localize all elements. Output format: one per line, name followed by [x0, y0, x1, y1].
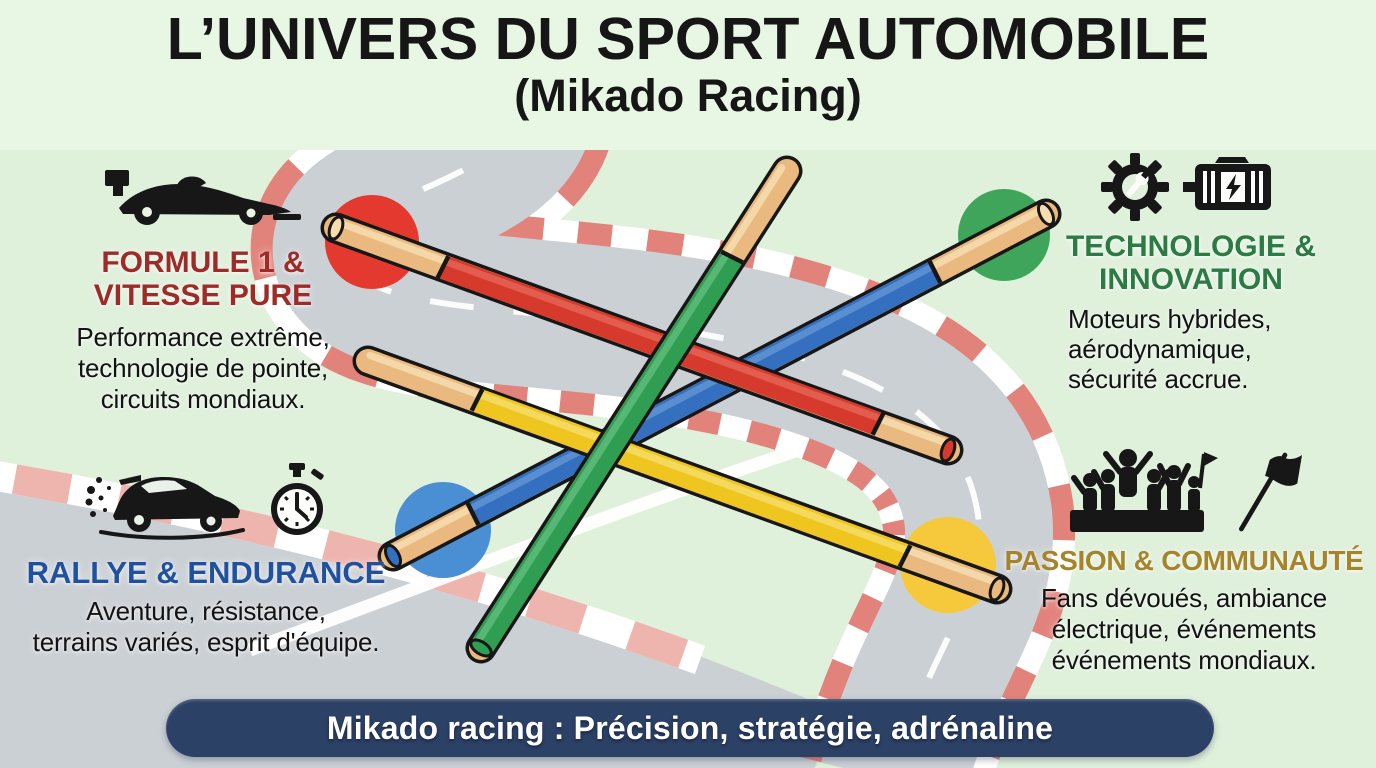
curb-checkers — [0, 461, 706, 675]
panel-body-line: sécurité accrue. — [1068, 364, 1249, 395]
panel-heading-line: INNOVATION — [1099, 263, 1283, 296]
panel-heading-line: TECHNOLOGIE & — [1065, 230, 1316, 263]
mikado-stick-yellow — [352, 345, 1013, 605]
panel-heading-line: VITESSE PURE — [93, 279, 313, 312]
gear-wrench-icon — [1101, 153, 1169, 221]
panel-body-line: Aventure, résistance, — [86, 596, 326, 627]
header: L’UNIVERS DU SPORT AUTOMOBILE (Mikado Ra… — [0, 6, 1376, 121]
tagline-text: Mikado racing : Précision, stratégie, ad… — [326, 709, 1054, 746]
rally-car-icon — [85, 475, 245, 540]
mikado-stick-green — [465, 155, 803, 664]
panel-formule1: FORMULE 1 & VITESSE PURE Performance ext… — [25, 168, 381, 416]
panel-body-line: Performance extrême, — [76, 322, 330, 352]
panel-rallye: RALLYE & ENDURANCE Aventure, résistance,… — [22, 458, 390, 658]
panel-body-line: circuits mondiaux. — [100, 384, 306, 415]
electric-motor-icon — [1183, 157, 1271, 210]
panel-heading-line: FORMULE 1 & — [101, 246, 305, 279]
panel-body-line: terrains variés, esprit d'équipe. — [32, 627, 380, 658]
panel-body-line: aérodynamique, — [1068, 334, 1252, 365]
panel-passion: PASSION & COMMUNAUTÉ Fans dévoués, ambia… — [995, 448, 1373, 676]
tagline-banner: Mikado racing : Précision, stratégie, ad… — [166, 699, 1214, 757]
panel-body-line: Fans dévoués, ambiance — [1040, 582, 1328, 613]
crowd-icon — [1070, 449, 1218, 532]
panel-body-line: électrique, événements — [1051, 613, 1317, 644]
panel-body-line: technologie de pointe, — [77, 353, 329, 384]
panel-body-line: Moteurs hybrides, — [1068, 304, 1272, 334]
stopwatch-icon — [271, 463, 324, 535]
panel-body-line: événements mondiaux. — [1051, 645, 1317, 676]
panel-technologie: TECHNOLOGIE & INNOVATION Moteurs hybride… — [1030, 152, 1352, 394]
page-title: L’UNIVERS DU SPORT AUTOMOBILE — [166, 6, 1210, 72]
racing-flag-icon — [1239, 452, 1302, 532]
f1-car-icon — [105, 170, 301, 225]
panel-heading-line: RALLYE & ENDURANCE — [26, 555, 386, 590]
page-subtitle: (Mikado Racing) — [514, 69, 862, 121]
title-strip — [0, 0, 1376, 150]
mikado-stick-red — [320, 212, 964, 466]
panel-heading-line: PASSION & COMMUNAUTÉ — [1004, 545, 1364, 576]
